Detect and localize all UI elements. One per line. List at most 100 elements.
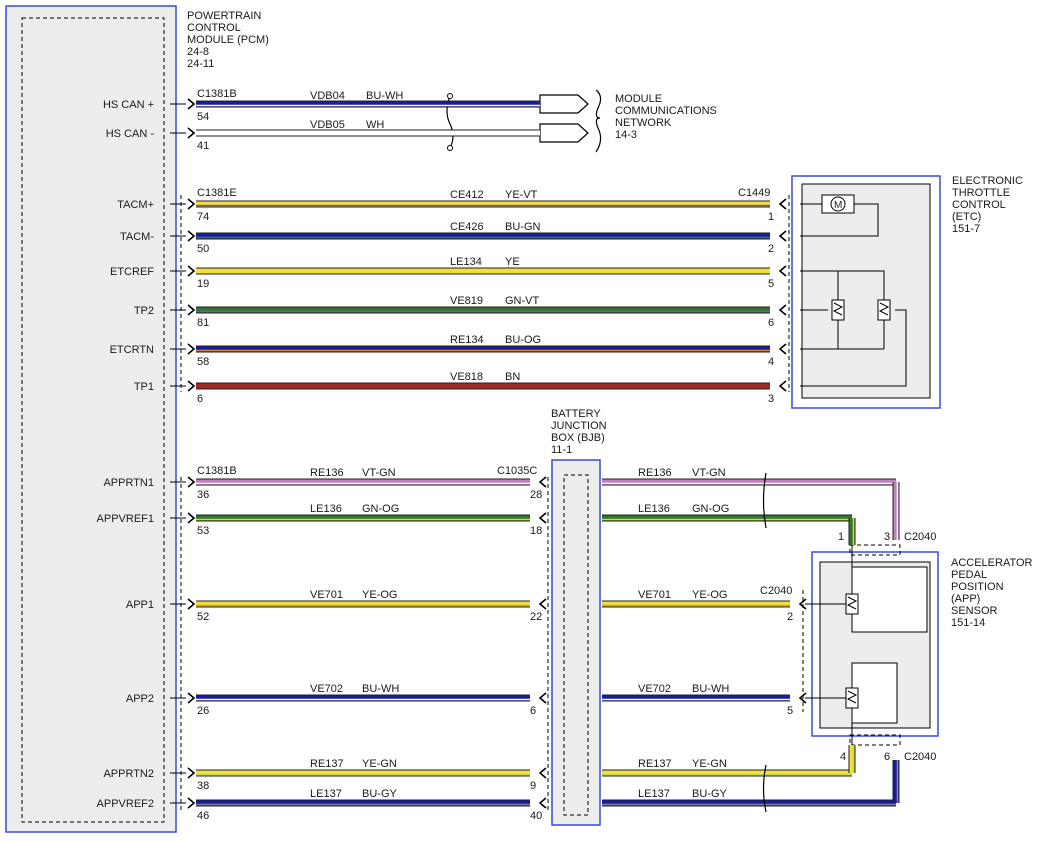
- wire-segment: [196, 306, 770, 314]
- pin-number: 18: [530, 525, 542, 537]
- wire-segment: [196, 694, 530, 702]
- pcm-title-line: 24-8: [187, 46, 209, 58]
- pcm-title-line: MODULE (PCM): [187, 34, 269, 46]
- wire-segment: [196, 478, 530, 486]
- circuit-label: RE134: [450, 334, 484, 346]
- throttle-position-sensors-icon: [800, 270, 907, 387]
- wire-segment: [196, 600, 530, 608]
- etc-title-line: THROTTLE: [952, 187, 1010, 199]
- pin-arrow-icon: [538, 767, 547, 779]
- pin-arrow-icon: [187, 198, 196, 210]
- pin-number: 4: [768, 356, 774, 368]
- pin-number: 53: [197, 525, 209, 537]
- wire-segment: [196, 232, 770, 240]
- circuit-label: RE137: [310, 758, 344, 770]
- pin-arrow-icon: [778, 380, 787, 392]
- circuit-label: VDB04: [310, 90, 345, 102]
- wire-color-label: GN-OG: [362, 503, 399, 515]
- pin-arrow-icon: [187, 265, 196, 277]
- wire-segment: [196, 100, 540, 108]
- wire-segment: [892, 760, 900, 803]
- wire-color-label: YE-GN: [362, 758, 397, 770]
- pin-number: 6: [768, 317, 774, 329]
- wire-color-label: YE: [505, 256, 520, 268]
- app-title-line: 151-14: [951, 617, 985, 629]
- app-title-line: (APP): [951, 593, 980, 605]
- pin-number: 5: [768, 278, 774, 290]
- circuit-label: RE137: [638, 758, 672, 770]
- mcn-title-line: COMMUNICATIONS: [615, 105, 717, 117]
- wire-segment: [602, 694, 790, 702]
- wire-segment: [602, 769, 852, 777]
- pin-arrow-icon: [187, 692, 196, 704]
- signal-label: APP2: [126, 693, 154, 705]
- pin-number: 28: [530, 489, 542, 501]
- pin-arrow-icon: [187, 797, 196, 809]
- circuit-label: VE701: [310, 589, 343, 601]
- bjb-module: [551, 459, 601, 826]
- pin-arrow-icon: [538, 692, 547, 704]
- motor-icon: M: [800, 194, 879, 237]
- wire-color-label: BU-GY: [692, 788, 728, 800]
- app-title-line: ACCELERATOR: [951, 557, 1033, 569]
- signal-label: TACM+: [117, 199, 154, 211]
- signal-label: APPRTN1: [103, 477, 154, 489]
- pin-number: 1: [768, 211, 774, 223]
- pin-number: 46: [197, 810, 209, 822]
- wire-color-label: VT-GN: [362, 467, 396, 479]
- connector-label-app-bottom: C2040: [904, 751, 936, 763]
- connector-label-pcm-app: C1381B: [197, 465, 237, 477]
- wire-segment: [196, 769, 530, 777]
- circuit-label: RE136: [310, 467, 344, 479]
- signal-label: TP2: [134, 305, 154, 317]
- circuit-label: VE818: [450, 371, 483, 383]
- wire-segment: [602, 799, 896, 807]
- wire-segment: [848, 745, 856, 773]
- pin-number: 74: [197, 211, 209, 223]
- wire-color-label: BU-WH: [692, 683, 729, 695]
- twisted-pair-marker: [762, 472, 767, 529]
- wire-color-label: YE-OG: [362, 589, 397, 601]
- pin-arrow-icon: [778, 265, 787, 277]
- pin-arrow-icon: [778, 343, 787, 355]
- circuit-label: LE137: [638, 788, 670, 800]
- bjb-title-line: BOX (BJB): [551, 432, 605, 444]
- circuit-label: VE819: [450, 295, 483, 307]
- signal-label: APPRTN2: [103, 768, 154, 780]
- pin-number: 3: [768, 393, 774, 405]
- pcm-title: POWERTRAIN CONTROL MODULE (PCM) 24-8 24-…: [187, 10, 269, 70]
- wire-color-label: YE-VT: [505, 189, 538, 201]
- pin-number: 3: [884, 531, 890, 543]
- mcn-title: MODULE COMMUNICATIONS NETWORK 14-3: [615, 93, 717, 141]
- pin-number: 19: [197, 278, 209, 290]
- etc-title-line: ELECTRONIC: [952, 175, 1023, 187]
- pin-arrow-icon: [187, 127, 196, 139]
- pin-arrow-icon: [778, 230, 787, 242]
- pin-arrow-icon: [187, 304, 196, 316]
- etc-title-line: (ETC): [952, 211, 981, 223]
- wire-color-label: BU-GN: [505, 221, 541, 233]
- connector-label-pcm-etc: C1381E: [197, 187, 237, 199]
- wire-segment: [196, 200, 770, 208]
- circuit-label: VE701: [638, 589, 671, 601]
- pcm-title-line: 24-11: [187, 58, 214, 70]
- circuit-label: LE137: [310, 788, 342, 800]
- pin-number: 54: [197, 111, 209, 123]
- pin-arrow-icon: [187, 98, 196, 110]
- wire-segment: [196, 514, 530, 522]
- wire-color-label: BU-WH: [366, 90, 403, 102]
- app-top-connector-outline: [849, 544, 901, 556]
- signal-label: APPVREF2: [97, 798, 154, 810]
- wire-color-label: GN-VT: [505, 295, 540, 307]
- signal-label: APPVREF1: [97, 513, 154, 525]
- pin-arrow-icon: [538, 476, 547, 488]
- pin-arrow-icon: [187, 767, 196, 779]
- signal-label: HS CAN -: [106, 128, 155, 140]
- etc-title: ELECTRONIC THROTTLE CONTROL (ETC) 151-7: [952, 175, 1023, 235]
- pin-arrow-icon: [187, 230, 196, 242]
- app-title-line: SENSOR: [951, 605, 998, 617]
- bjb-title-line: 11-1: [551, 444, 572, 456]
- etc-module-inner: [801, 183, 931, 399]
- pin-arrow-icon: [187, 380, 196, 392]
